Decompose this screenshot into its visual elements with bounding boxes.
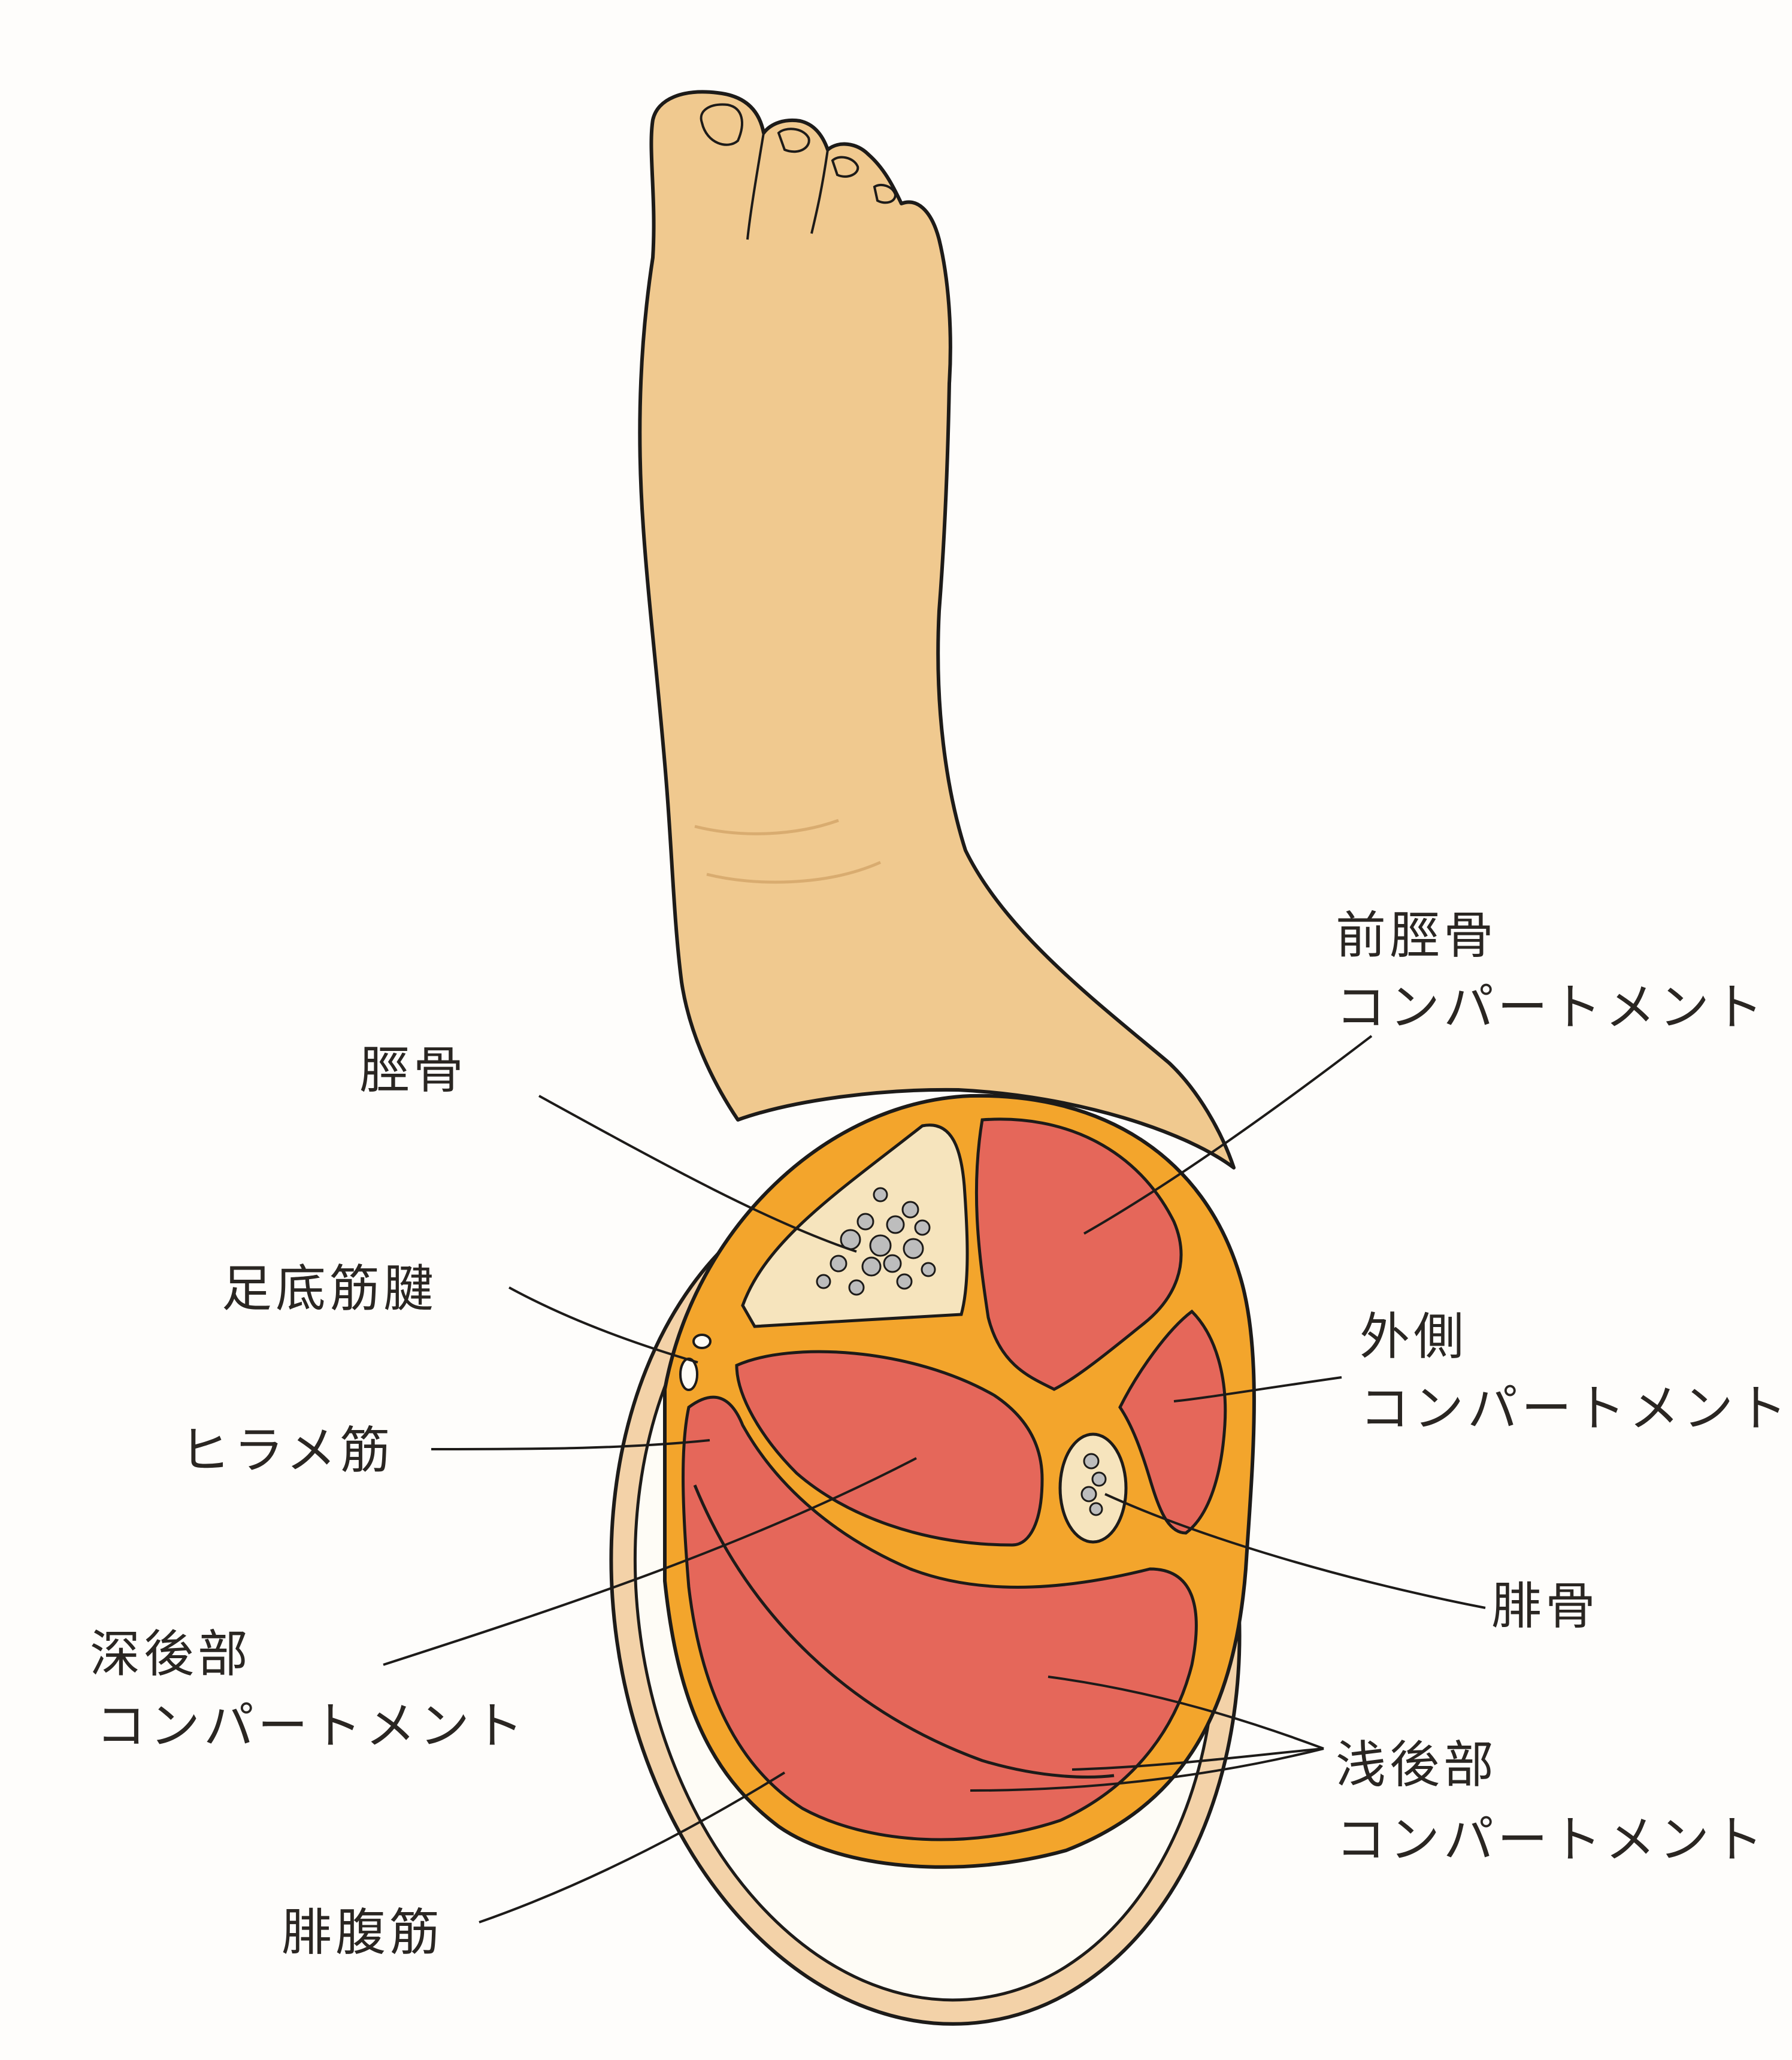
deep-posterior-compartment-title: 深後部 (90, 1629, 252, 1679)
plantaris-label: 足底筋腱 (222, 1264, 437, 1314)
superficial-posterior-compartment-subtitle: コンパートメント (1336, 1814, 1767, 1865)
gastrocnemius-label: 腓腹筋 (281, 1907, 443, 1958)
cross-section (558, 1096, 1294, 2060)
lateral-compartment-title: 外側 (1360, 1311, 1467, 1362)
deep-posterior-compartment-subtitle: コンパートメント (96, 1701, 527, 1751)
anterior-compartment-title: 前脛骨 (1336, 910, 1497, 961)
tibia-label: 脛骨 (359, 1045, 467, 1095)
anterior-compartment-subtitle: コンパートメント (1336, 982, 1767, 1032)
lateral-compartment-subtitle: コンパートメント (1360, 1383, 1791, 1434)
superficial-posterior-compartment-title: 浅後部 (1336, 1740, 1497, 1790)
soleus-label: ヒラメ筋 (180, 1425, 393, 1476)
fibula-label: 腓骨 (1491, 1581, 1599, 1631)
foot-silhouette (640, 92, 1234, 1168)
foot-illustration (640, 92, 1234, 1168)
